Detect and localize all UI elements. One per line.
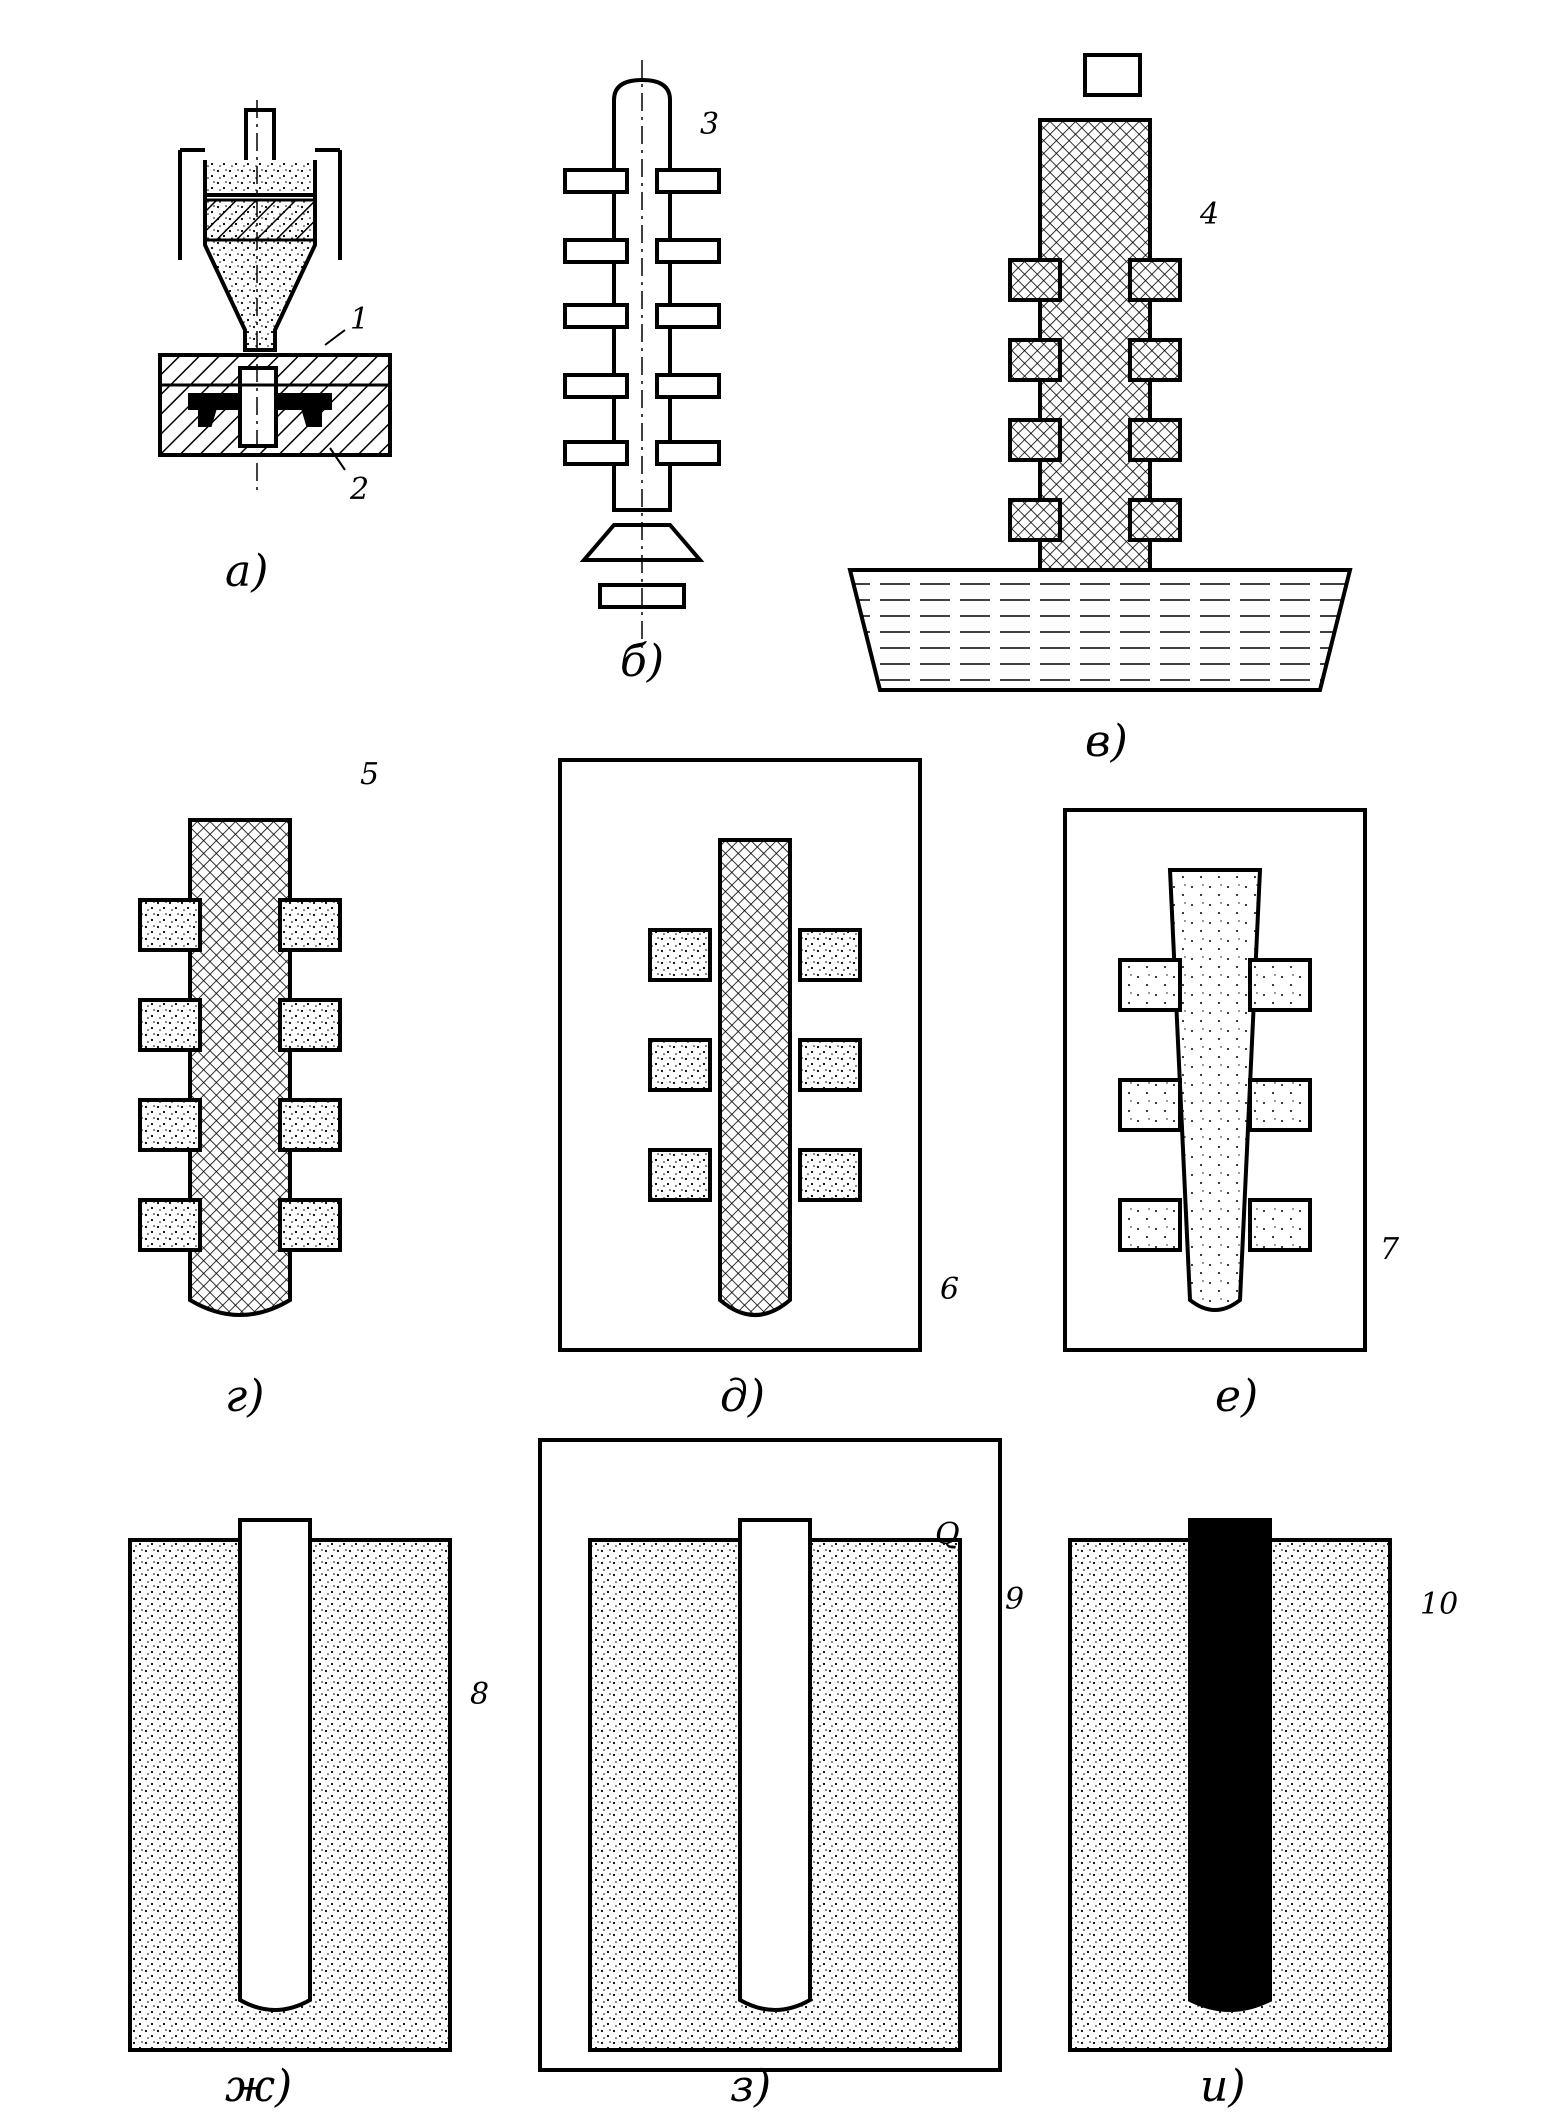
callout-10: 10 <box>1420 1587 1459 1622</box>
panel-z-firing <box>538 1438 1002 2072</box>
panel-label-g: г) <box>225 1371 265 1422</box>
panel-b-wax-cluster <box>563 60 721 650</box>
panel-label-zh: ж) <box>225 2061 293 2112</box>
panel-i-pouring <box>1068 1518 1392 2052</box>
heat-symbol-q: Q <box>935 1517 960 1552</box>
panel-g-sanding <box>138 818 342 1317</box>
panel-label-z: з) <box>730 2061 772 2112</box>
panel-zh-flask-filling <box>128 1518 452 2052</box>
panel-e-dewaxing <box>1063 808 1367 1352</box>
callout-7: 7 <box>1380 1232 1400 1267</box>
panel-label-a: а) <box>225 546 269 597</box>
panel-v-dipping <box>847 53 1353 692</box>
callout-3: 3 <box>700 107 720 142</box>
panel-label-b: б) <box>620 636 665 687</box>
panel-a-mould-press <box>158 100 392 490</box>
callout-1: 1 <box>350 302 370 337</box>
callout-6: 6 <box>940 1272 960 1307</box>
panel-label-d: д) <box>720 1371 766 1422</box>
callout-2: 2 <box>350 472 370 507</box>
callout-4: 4 <box>1200 197 1220 232</box>
panel-label-e: е) <box>1215 1371 1259 1422</box>
panel-label-v: в) <box>1085 716 1128 767</box>
callout-5: 5 <box>360 757 380 792</box>
panel-label-i: и) <box>1200 2061 1246 2112</box>
callout-8: 8 <box>470 1677 490 1712</box>
callout-9: 9 <box>1005 1582 1025 1617</box>
panel-d-drying <box>558 758 922 1352</box>
